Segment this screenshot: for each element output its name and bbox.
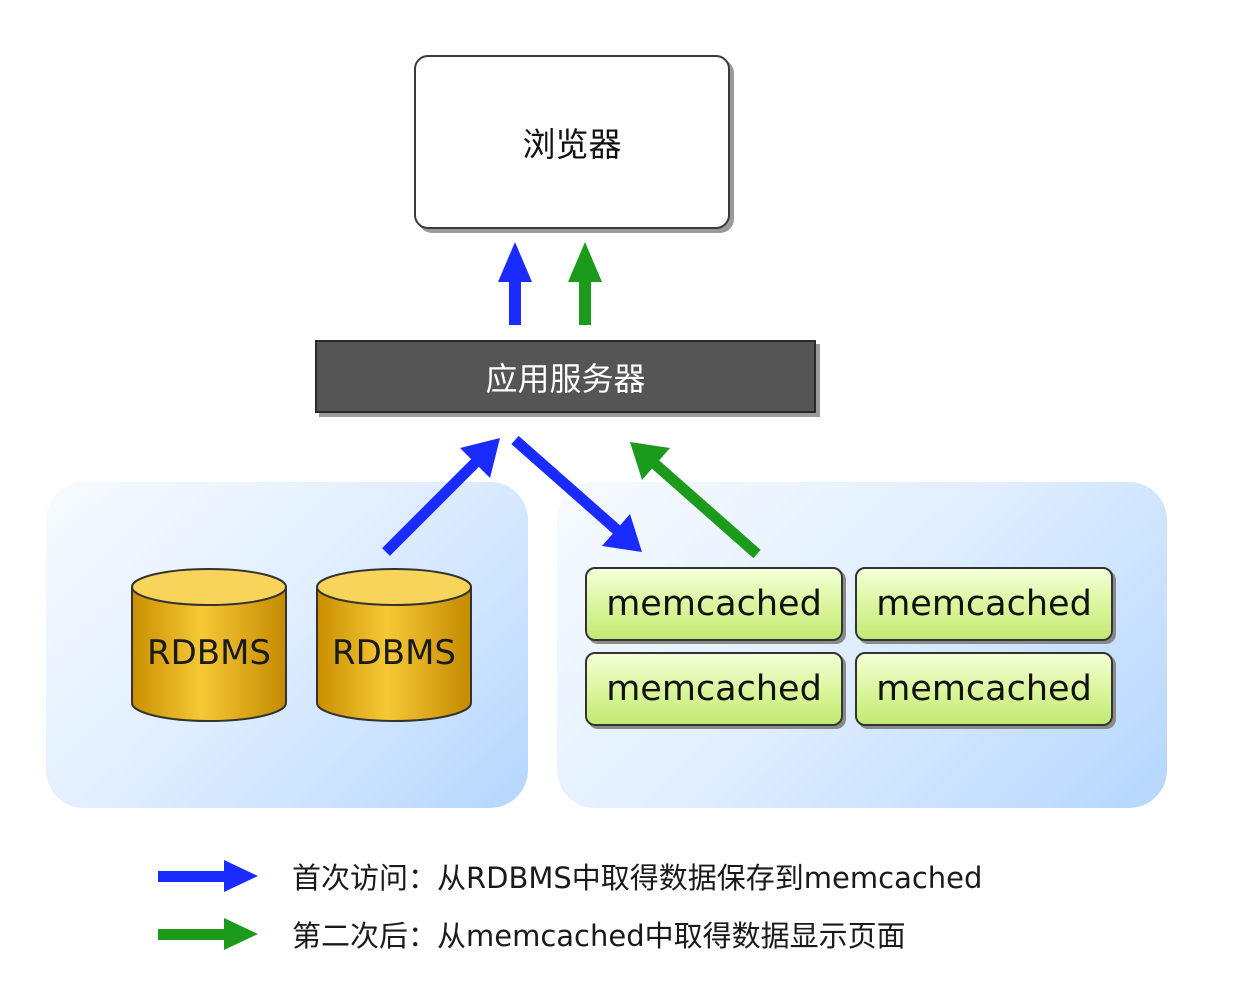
memcached-node: memcached bbox=[585, 567, 843, 641]
database-label: RDBMS bbox=[331, 633, 457, 673]
green-arrow-server-to-browser bbox=[568, 242, 602, 325]
blue-arrow-db-to-server bbox=[382, 438, 500, 556]
blue-arrow-server-to-cache bbox=[511, 435, 642, 552]
blue-arrow-icon bbox=[158, 860, 258, 892]
database-cylinder: RDBMS bbox=[315, 567, 473, 723]
database-label: RDBMS bbox=[146, 633, 272, 673]
memcached-label: memcached bbox=[606, 584, 822, 624]
memcached-label: memcached bbox=[876, 584, 1092, 624]
memcached-node: memcached bbox=[585, 652, 843, 726]
database-icon bbox=[316, 568, 472, 722]
legend-text: 首次访问：从RDBMS中取得数据保存到memcached bbox=[292, 861, 983, 895]
memcached-label: memcached bbox=[606, 669, 822, 709]
memcached-label: memcached bbox=[876, 669, 1092, 709]
green-arrow-cache-to-server bbox=[630, 442, 761, 559]
database-icon bbox=[131, 568, 287, 722]
cache-group-panel bbox=[557, 482, 1167, 808]
blue-arrow-server-to-browser bbox=[498, 242, 532, 325]
browser-node: 浏览器 bbox=[414, 55, 730, 229]
app-server-label: 应用服务器 bbox=[485, 359, 646, 398]
memcached-node: memcached bbox=[855, 652, 1113, 726]
legend-item-first-access: 首次访问：从RDBMS中取得数据保存到memcached bbox=[158, 856, 982, 896]
legend-text: 第二次后：从memcached中取得数据显示页面 bbox=[292, 919, 906, 953]
memcached-node: memcached bbox=[855, 567, 1113, 641]
browser-label: 浏览器 bbox=[522, 125, 622, 164]
green-arrow-icon bbox=[158, 918, 258, 950]
app-server-node: 应用服务器 bbox=[315, 340, 816, 413]
legend-item-subsequent-access: 第二次后：从memcached中取得数据显示页面 bbox=[158, 914, 906, 954]
database-cylinder: RDBMS bbox=[130, 567, 288, 723]
